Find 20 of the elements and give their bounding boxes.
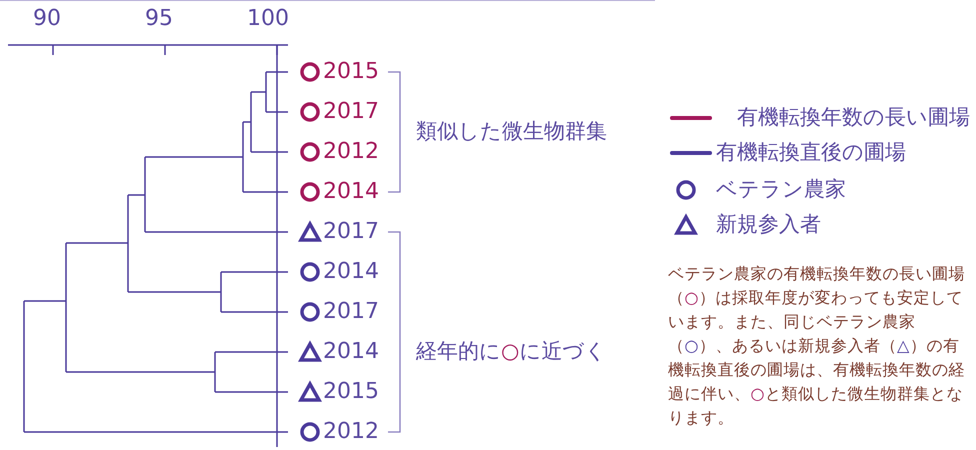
sample-label: 2014 xyxy=(323,181,379,203)
axis-tick-label: 95 xyxy=(145,8,173,30)
sample-label: 2017 xyxy=(323,221,379,243)
sample-label: 2014 xyxy=(323,341,379,363)
group-label: 経年的に○に近づく xyxy=(416,341,606,362)
sample-label: 2014 xyxy=(323,261,379,283)
sample-label: 2012 xyxy=(323,141,379,163)
sample-label: 2017 xyxy=(323,101,379,123)
legend-label: ベテラン農家 xyxy=(716,179,846,200)
note-paragraph: ベテラン農家の有機転換年数の長い圃場（○）は採取年度が変わっても安定しています。また、同じベテラン農家（○）、あるいは新規参入者（△）の有機転換直後の圃場は、有機転換年数の経過に伴い、○と類似した微生物群集となります。 xyxy=(668,263,966,429)
sample-label: 2015 xyxy=(323,381,379,403)
sample-label: 2012 xyxy=(323,421,379,443)
legend-label: 有機転換年数の長い圃場 xyxy=(737,107,970,128)
axis-tick-label: 90 xyxy=(33,8,61,30)
sample-label: 2017 xyxy=(323,301,379,323)
group-label: 類似した微生物群集 xyxy=(416,121,607,142)
legend-label: 新規参入者 xyxy=(716,214,821,235)
legend-label: 有機転換直後の圃場 xyxy=(716,142,906,163)
sample-label: 2015 xyxy=(323,61,379,83)
axis-tick-label: 100 xyxy=(247,8,289,30)
